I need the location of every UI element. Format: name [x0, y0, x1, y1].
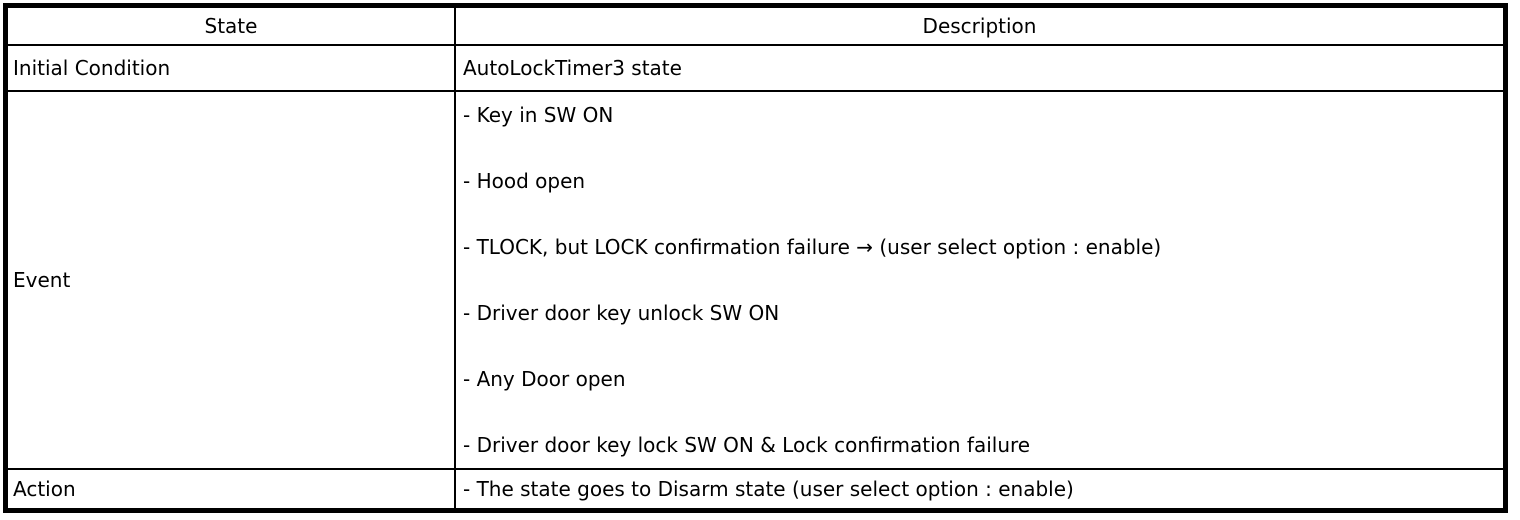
cell-initial-condition-description: AutoLockTimer3 state	[456, 46, 1503, 92]
row-label-event: Event	[8, 92, 456, 470]
row-label-action-text: Action	[13, 477, 76, 501]
cell-action-description: - The state goes to Disarm state (user s…	[456, 470, 1503, 508]
initial-condition-value: AutoLockTimer3 state	[463, 56, 682, 80]
state-description-table: State Description Initial Condition Auto…	[3, 3, 1508, 513]
row-label-initial-condition: Initial Condition	[8, 46, 456, 92]
event-item: - Any Door open	[463, 367, 626, 391]
event-item: - Key in SW ON	[463, 103, 614, 127]
column-header-description-label: Description	[922, 14, 1037, 38]
table-grid: State Description Initial Condition Auto…	[8, 8, 1503, 508]
row-label-initial-condition-text: Initial Condition	[13, 56, 171, 80]
cell-event-description: - Key in SW ON - Hood open - TLOCK, but …	[456, 92, 1503, 470]
event-item: - Driver door key lock SW ON & Lock conf…	[463, 433, 1031, 457]
event-item: - Hood open	[463, 169, 586, 193]
row-label-action: Action	[8, 470, 456, 508]
column-header-description: Description	[456, 8, 1503, 46]
column-header-state-label: State	[204, 14, 258, 38]
event-item: - TLOCK, but LOCK confirmation failure →…	[463, 235, 1162, 259]
event-item: - Driver door key unlock SW ON	[463, 301, 780, 325]
column-header-state: State	[8, 8, 456, 46]
action-value: - The state goes to Disarm state (user s…	[463, 477, 1074, 501]
row-label-event-text: Event	[13, 268, 71, 292]
